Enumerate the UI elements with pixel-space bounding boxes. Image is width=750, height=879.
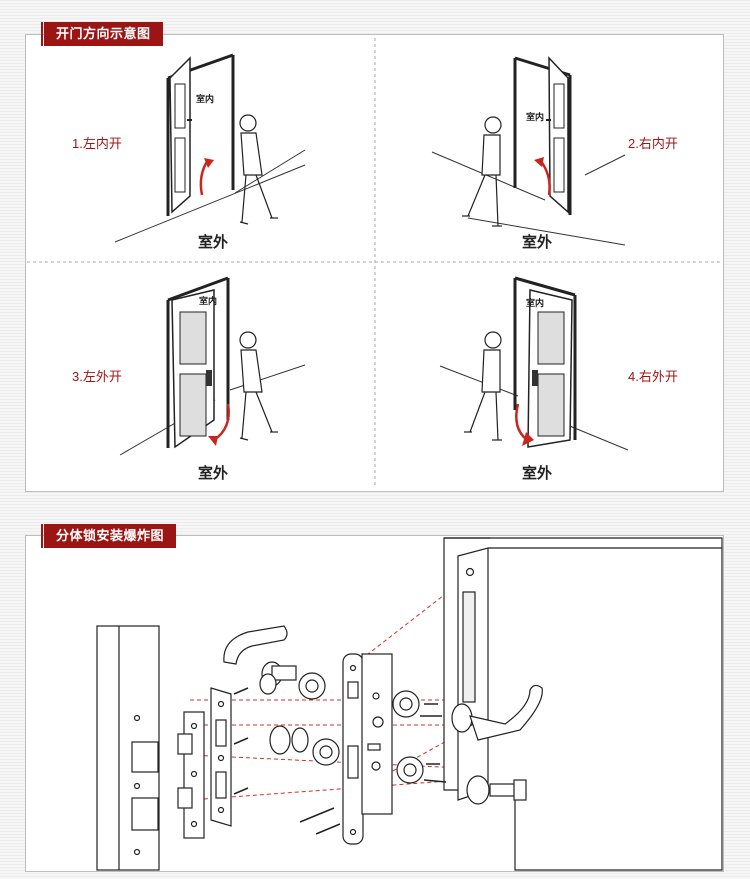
cell-1-label: 1.左内开 xyxy=(72,136,122,151)
rosette-lower xyxy=(269,725,309,755)
mounting-plates xyxy=(298,672,424,784)
door-slab xyxy=(443,537,723,871)
cell-2-label: 2.右内开 xyxy=(628,136,678,151)
cell-4-label: 4.右外开 xyxy=(628,369,678,384)
door-cell-4 xyxy=(439,276,629,451)
lever-handle-right xyxy=(451,684,543,741)
cell-4-inside-label: 室内 xyxy=(526,298,545,308)
long-screws xyxy=(299,703,447,835)
cell-1-inside-label: 室内 xyxy=(196,94,215,104)
mortise-lock-body xyxy=(342,653,393,845)
face-plate xyxy=(210,687,232,827)
door-cell-1 xyxy=(114,53,306,243)
walking-person-2 xyxy=(462,116,502,227)
thumb-turn xyxy=(466,775,527,805)
strike-plate xyxy=(177,711,205,839)
exploded-view-title: 分体锁安装爆炸图 xyxy=(40,524,177,548)
plate-screws xyxy=(233,687,249,795)
opening-direction-title: 开门方向示意图 xyxy=(41,22,163,46)
cell-2-outside-label: 室外 xyxy=(522,234,553,251)
cell-4-outside-label: 室外 xyxy=(522,465,553,482)
lever-handle-top xyxy=(223,625,297,695)
walking-person-1 xyxy=(239,114,278,225)
cell-3-inside-label: 室内 xyxy=(199,296,218,306)
door-cell-3 xyxy=(119,276,306,456)
cell-2-inside-label: 室内 xyxy=(526,112,545,122)
walking-person-4 xyxy=(464,331,502,441)
cell-1-outside-label: 室外 xyxy=(198,234,229,251)
walking-person-3 xyxy=(239,331,278,441)
cell-3-label: 3.左外开 xyxy=(72,369,122,384)
door-cell-2 xyxy=(431,56,626,246)
door-frame xyxy=(96,625,160,871)
cell-3-outside-label: 室外 xyxy=(198,465,229,482)
